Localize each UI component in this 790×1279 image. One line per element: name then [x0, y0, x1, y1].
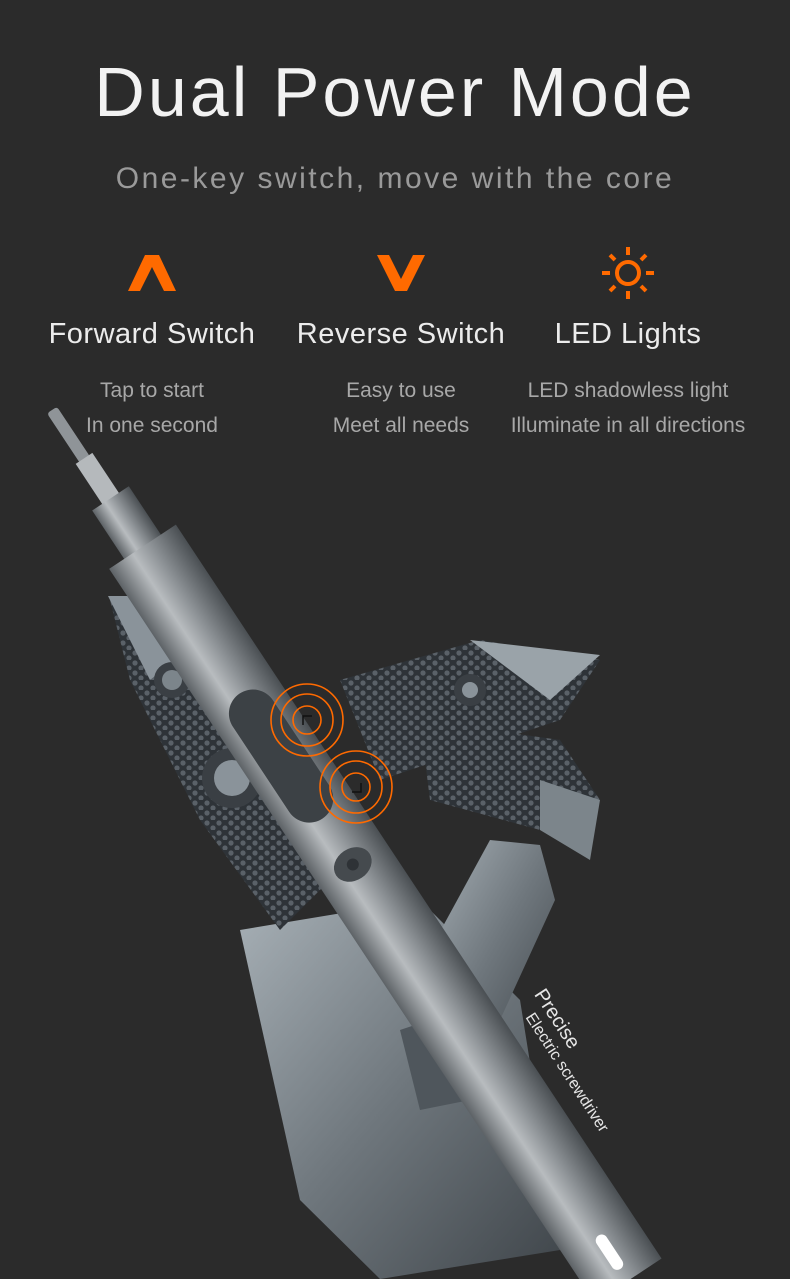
feature-desc-line1: Easy to use: [346, 379, 456, 402]
feature-name: Reverse Switch: [296, 318, 506, 350]
feature-desc: LED shadowless light Illuminate in all d…: [498, 373, 758, 443]
sun-icon: [498, 247, 758, 299]
feature-name: LED Lights: [554, 318, 702, 350]
feature-desc-line2: Illuminate in all directions: [510, 414, 746, 437]
feature-name: Forward Switch: [48, 318, 256, 350]
chevron-up-icon: [22, 250, 282, 296]
feature-desc: Tap to start In one second: [22, 373, 282, 443]
chevron-down-icon: [271, 250, 531, 296]
feature-desc-line1: Tap to start: [100, 379, 204, 402]
feature-desc-line2: Meet all needs: [332, 414, 470, 437]
feature-led-lights: LED Lights LED shadowless light Illumina…: [498, 247, 758, 443]
page-title: Dual Power Mode: [94, 53, 696, 131]
feature-reverse-switch: Reverse Switch Easy to use Meet all need…: [271, 250, 531, 443]
feature-desc: Easy to use Meet all needs: [271, 373, 531, 443]
page-subtitle: One-key switch, move with the core: [115, 162, 675, 195]
feature-desc-line1: LED shadowless light: [527, 379, 729, 402]
feature-forward-switch: Forward Switch Tap to start In one secon…: [22, 250, 282, 443]
feature-desc-line2: In one second: [86, 414, 218, 437]
